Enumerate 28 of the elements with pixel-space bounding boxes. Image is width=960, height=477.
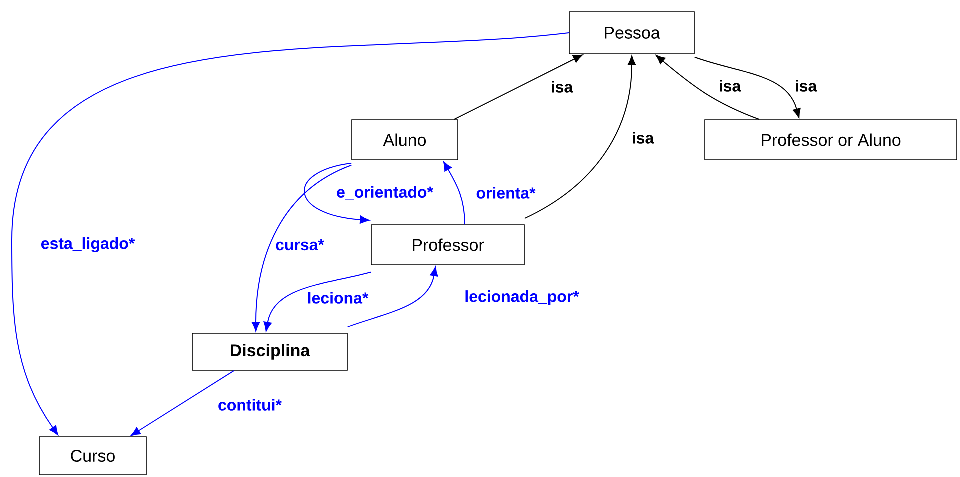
entity-box: Professor or Aluno	[704, 120, 958, 160]
edge-label: contitui*	[217, 398, 283, 412]
edge-label: isa	[550, 80, 574, 94]
edge-label: lecionada_por*	[464, 290, 580, 306]
arrow	[454, 54, 583, 120]
arrow	[264, 272, 372, 332]
arrow	[524, 56, 636, 220]
entity-box: Disciplina	[192, 333, 348, 371]
edge-label: e_orientado*	[336, 185, 434, 201]
entity-box: Aluno	[352, 120, 458, 160]
arrow	[443, 162, 466, 226]
arrow	[131, 370, 235, 436]
entity-box: Professor	[371, 224, 525, 266]
arrow	[304, 162, 370, 224]
entity-box: Pessoa	[569, 12, 695, 54]
edge-label: cursa*	[274, 238, 326, 252]
arrow	[656, 55, 760, 120]
edge-label: orienta*	[475, 186, 537, 200]
arrow	[694, 56, 801, 118]
edge-label: esta_ligado*	[40, 236, 136, 254]
arrow	[347, 266, 438, 328]
edge-label: leciona*	[306, 291, 370, 305]
edge-label: isa	[630, 131, 656, 145]
arrow	[252, 164, 352, 332]
entity-box: Curso	[39, 436, 147, 476]
edge-label: isa	[718, 79, 742, 93]
edge-label: isa	[794, 79, 818, 93]
arrow	[12, 32, 570, 436]
